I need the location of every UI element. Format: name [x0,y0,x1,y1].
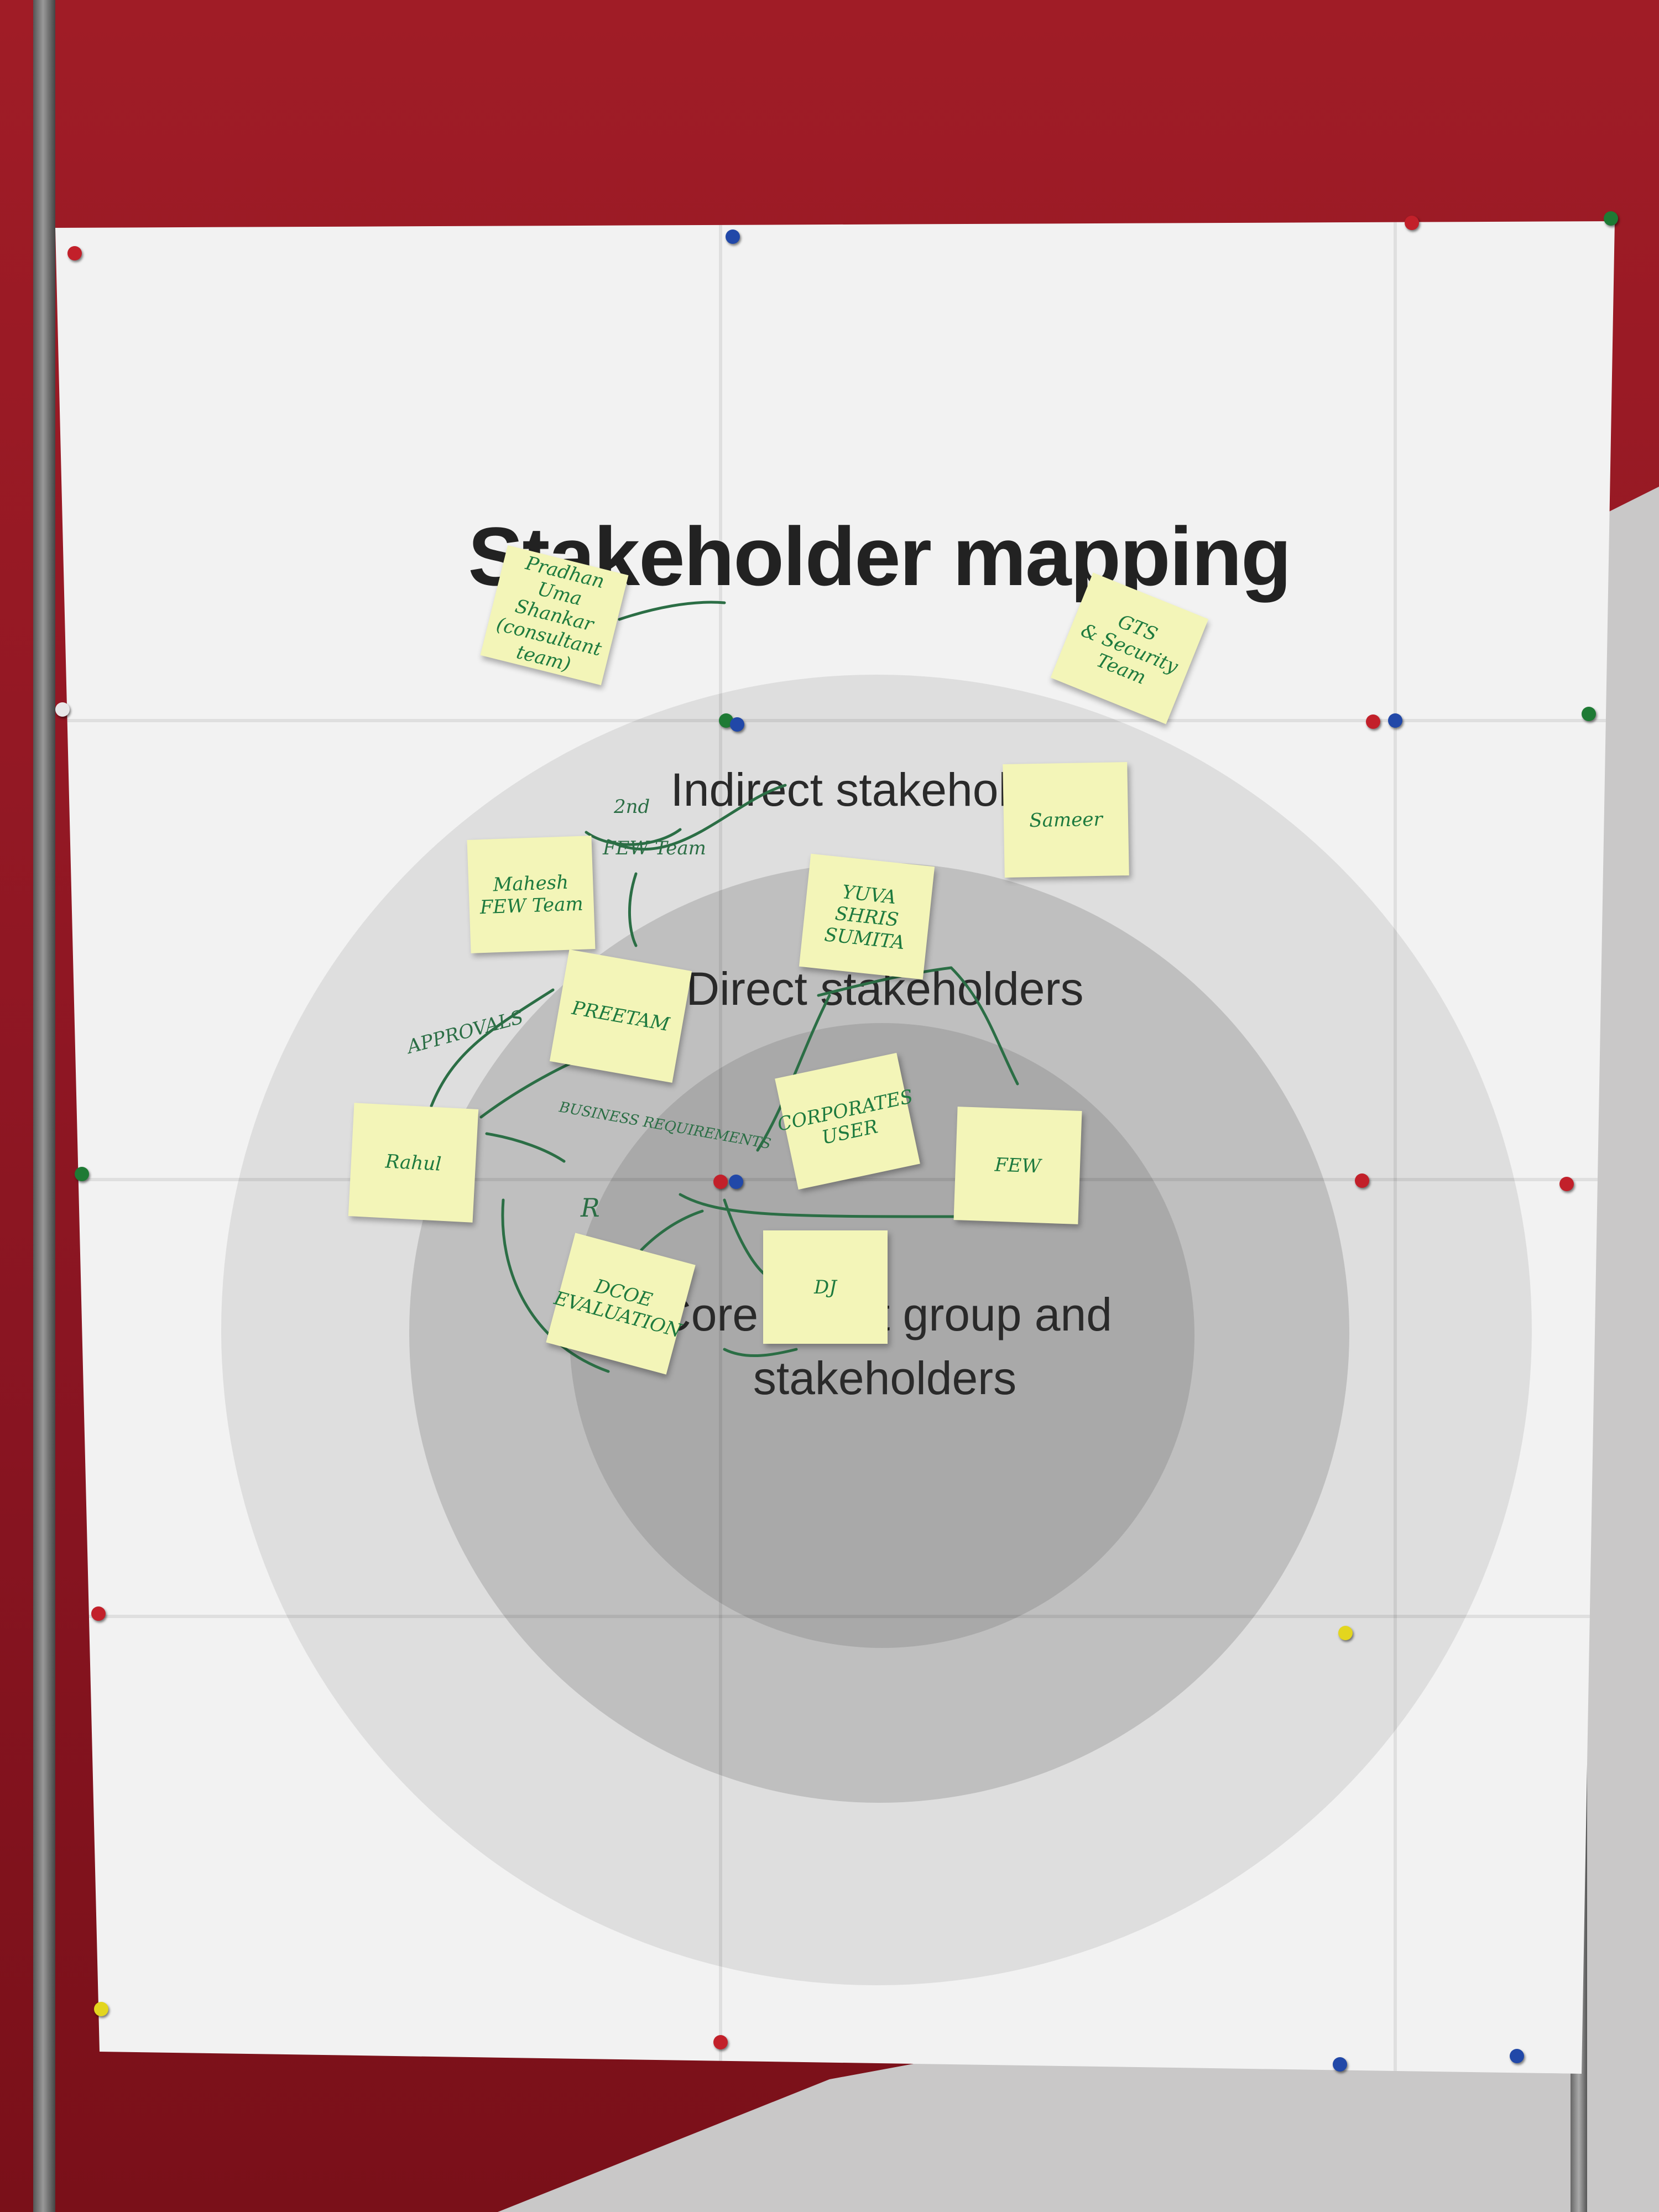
poster-seam [1394,221,1397,2074]
push-pin [1333,2057,1347,2072]
push-pin [1355,1173,1369,1188]
push-pin [1510,2049,1524,2063]
annotation-r: R [580,1193,600,1223]
push-pin [729,1175,743,1189]
sticky-note-dj: DJ [763,1230,888,1344]
metal-frame-post-left [33,0,55,2212]
poster-seam [55,1615,1615,1618]
sticky-note-sameer: Sameer [1003,762,1129,878]
annotation-business-requirements: BUSINESS REQUIREMENTS [557,1099,773,1152]
push-pin [94,2002,108,2016]
push-pin [1405,216,1419,230]
sticky-note-preetam: PREETAM [549,950,692,1083]
sticky-note-mahesh: Mahesh FEW Team [467,836,596,953]
push-pin [91,1606,106,1621]
poster-seam [719,221,722,2074]
sticky-note-rahul: Rahul [348,1103,479,1223]
push-pin [1604,211,1618,226]
annotation-approvals: APPROVALS [403,1006,526,1058]
push-pin [1582,707,1596,721]
annotation-2nd: 2nd [613,796,650,818]
sticky-note-few: FEW [953,1107,1082,1224]
push-pin [726,229,740,244]
push-pin [1559,1177,1574,1191]
push-pin [1388,713,1402,728]
push-pin [67,246,82,260]
annotation-few-team: FEW Team [602,837,706,859]
push-pin [1366,714,1380,729]
poster-seam [55,719,1615,722]
push-pin [75,1167,89,1181]
push-pin [55,702,70,717]
push-pin [1338,1626,1353,1640]
push-pin [713,1175,728,1189]
push-pin [730,717,744,732]
push-pin [713,2035,728,2049]
sticky-note-yuva: YUVA SHRIS SUMITA [799,853,935,980]
